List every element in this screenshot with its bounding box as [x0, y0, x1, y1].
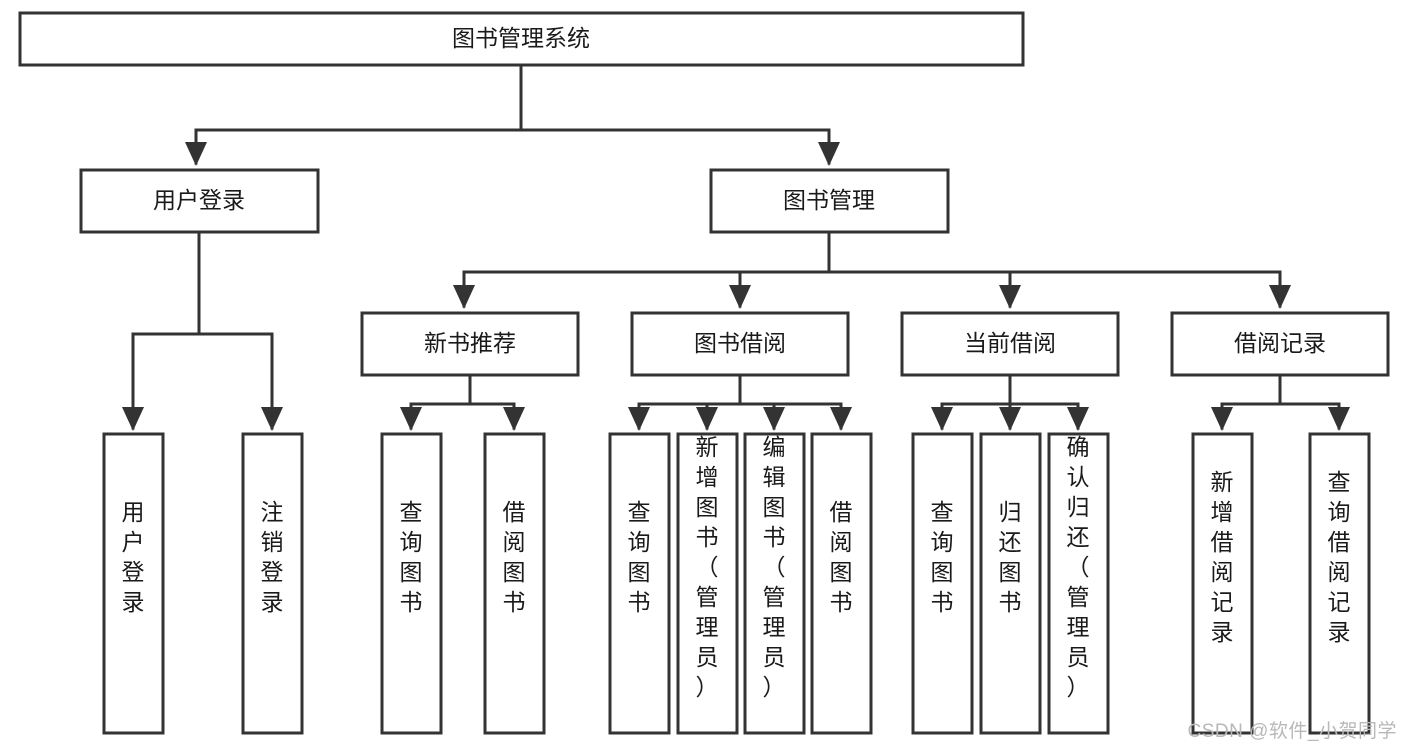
leaf-borrow-record-2-box[interactable]: [1308, 432, 1371, 735]
node-current-borrow[interactable]: 当前借阅: [900, 311, 1120, 377]
leaf-user-login-2-box[interactable]: [241, 432, 304, 735]
node-book-borrow-label: 图书借阅: [694, 330, 786, 356]
leaf-borrow-record-1-label: 新增借阅记录: [1211, 469, 1234, 645]
leaf-current-borrow-3-box[interactable]: [1047, 432, 1110, 735]
leaf-new-book-1-label: 查询图书: [400, 499, 423, 615]
node-borrow-record-label: 借阅记录: [1234, 330, 1326, 356]
leaf-borrow-record-1-box[interactable]: [1191, 432, 1254, 735]
node-user-login-label: 用户登录: [153, 187, 245, 213]
leaf-book-borrow-4-box[interactable]: [810, 432, 873, 735]
node-current-borrow-label: 当前借阅: [964, 330, 1056, 356]
leaf-user-login-2-label: 注销登录: [261, 499, 284, 615]
node-new-book-recommend[interactable]: 新书推荐: [360, 311, 580, 377]
leaf-book-borrow-2-box[interactable]: [676, 432, 739, 735]
node-root[interactable]: 图书管理系统: [18, 11, 1025, 67]
leaf-new-book-2-label: 借阅图书: [503, 499, 526, 615]
node-book-management[interactable]: 图书管理: [709, 168, 950, 234]
leaf-user-login-2[interactable]: 注销登录: [241, 432, 304, 735]
leaf-book-borrow-3-label: 编辑图书（管理员）: [763, 434, 786, 700]
leaf-current-borrow-1-box[interactable]: [911, 432, 974, 735]
node-book-borrow[interactable]: 图书借阅: [630, 311, 850, 377]
node-book-management-label: 图书管理: [783, 187, 875, 213]
leaf-new-book-2[interactable]: 借阅图书: [483, 432, 546, 735]
node-new-book-recommend-label: 新书推荐: [424, 330, 516, 356]
leaf-book-borrow-2-label: 新增图书（管理员）: [696, 434, 719, 700]
node-book-management-box[interactable]: [709, 168, 950, 234]
leaf-book-borrow-1-box[interactable]: [608, 432, 671, 735]
leaf-book-borrow-4-label: 借阅图书: [830, 499, 853, 615]
leaf-new-book-1[interactable]: 查询图书: [380, 432, 443, 735]
leaf-current-borrow-3[interactable]: 确认归还（管理员）: [1047, 432, 1110, 735]
leaf-current-borrow-3-label: 确认归还（管理员）: [1067, 434, 1090, 700]
leaf-book-borrow-2[interactable]: 新增图书（管理员）: [676, 432, 739, 735]
node-root-box[interactable]: [18, 11, 1025, 67]
node-borrow-record[interactable]: 借阅记录: [1170, 311, 1390, 377]
leaf-new-book-1-box[interactable]: [380, 432, 443, 735]
leaf-borrow-record-2[interactable]: 查询借阅记录: [1308, 432, 1371, 735]
leaf-book-borrow-3[interactable]: 编辑图书（管理员）: [743, 432, 806, 735]
leaf-book-borrow-4[interactable]: 借阅图书: [810, 432, 873, 735]
leaf-user-login-1-label: 用户登录: [122, 499, 145, 615]
leaf-book-borrow-1[interactable]: 查询图书: [608, 432, 671, 735]
leaf-current-borrow-1[interactable]: 查询图书: [911, 432, 974, 735]
leaf-borrow-record-1[interactable]: 新增借阅记录: [1191, 432, 1254, 735]
leaf-book-borrow-1-label: 查询图书: [628, 499, 651, 615]
node-borrow-record-box[interactable]: [1170, 311, 1390, 377]
leaf-user-login-1[interactable]: 用户登录: [102, 432, 165, 735]
leaf-current-borrow-2-label: 归还图书: [999, 499, 1022, 615]
leaf-book-borrow-3-box[interactable]: [743, 432, 806, 735]
node-user-login[interactable]: 用户登录: [79, 168, 320, 234]
leaf-borrow-record-2-label: 查询借阅记录: [1328, 469, 1351, 645]
leaf-current-borrow-2[interactable]: 归还图书: [979, 432, 1042, 735]
leaf-current-borrow-2-box[interactable]: [979, 432, 1042, 735]
leaf-user-login-1-box[interactable]: [102, 432, 165, 735]
node-book-borrow-box[interactable]: [630, 311, 850, 377]
csdn-watermark: CSDN @软件_小贺同学: [1187, 721, 1397, 742]
leaf-current-borrow-1-label: 查询图书: [931, 499, 954, 615]
node-current-borrow-box[interactable]: [900, 311, 1120, 377]
node-root-label: 图书管理系统: [452, 25, 590, 51]
node-new-book-recommend-box[interactable]: [360, 311, 580, 377]
leaf-new-book-2-box[interactable]: [483, 432, 546, 735]
